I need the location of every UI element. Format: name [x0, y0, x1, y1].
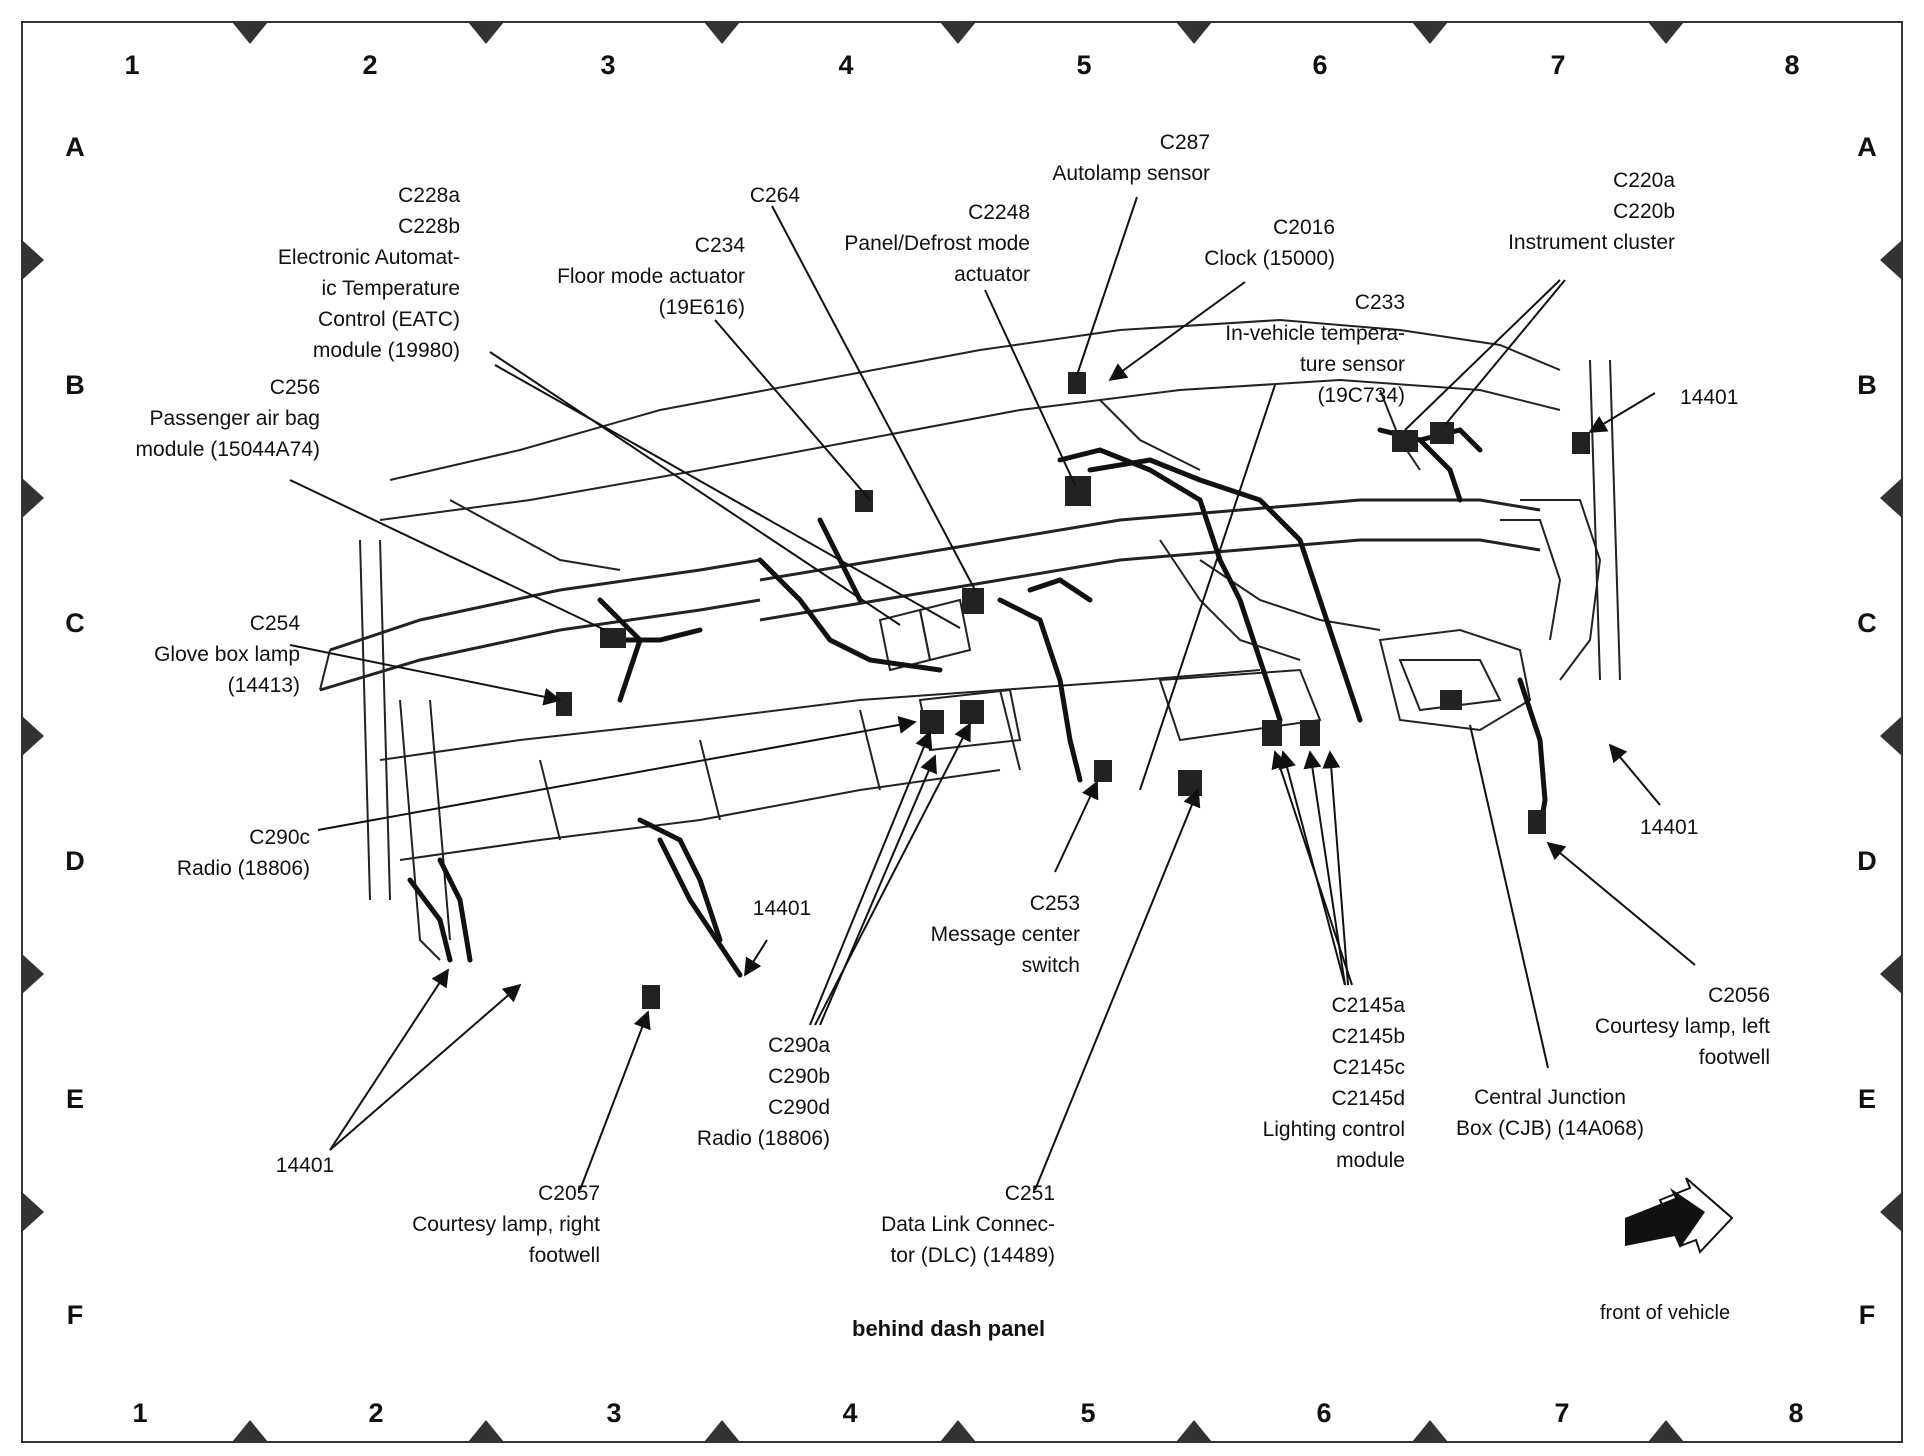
leader-lines	[289, 196, 1696, 1191]
callout-c2145-lighting-control-module: C2145a C2145b C2145c C2145d Lighting con…	[1262, 994, 1405, 1172]
grid-col-bottom-8: 8	[1788, 1398, 1804, 1428]
grid-row-right-d: D	[1857, 846, 1877, 876]
grid-col-top-2: 2	[362, 50, 378, 80]
callout-c256-passenger-airbag: C256 Passenger air bag module (15044A74)	[135, 376, 320, 461]
grid-row-left-e: E	[65, 1084, 84, 1114]
front-of-vehicle-label: front of vehicle	[1600, 1302, 1731, 1324]
grid-row-left-d: D	[65, 846, 85, 876]
dash-panel-drawing	[319, 318, 1621, 961]
grid-col-top-8: 8	[1784, 50, 1800, 80]
callout-c254-glove-box-lamp: C254 Glove box lamp (14413)	[154, 612, 300, 697]
grid-col-top-5: 5	[1076, 50, 1092, 80]
grid-row-right-b: B	[1857, 370, 1877, 400]
grid-col-bottom-6: 6	[1316, 1398, 1332, 1428]
callout-c2056-courtesy-lamp-left: C2056 Courtesy lamp, left footwell	[1594, 984, 1770, 1069]
grid-col-bottom-5: 5	[1080, 1398, 1096, 1428]
callout-c220-instrument-cluster: C220a C220b Instrument cluster	[1508, 169, 1675, 254]
front-of-vehicle-arrow	[1625, 1177, 1734, 1254]
grid-col-bottom-7: 7	[1554, 1398, 1570, 1428]
callout-c251-data-link-connector: C251 Data Link Connec- tor (DLC) (14489)	[881, 1182, 1055, 1267]
diagram-caption: behind dash panel	[852, 1316, 1046, 1341]
callout-c290abd-radio: C290a C290b C290d Radio (18806)	[696, 1034, 830, 1150]
grid-col-top-7: 7	[1550, 50, 1566, 80]
callout-wire-14401-b: 14401	[1680, 386, 1739, 409]
callout-c290c-radio: C290c Radio (18806)	[176, 826, 310, 880]
grid-row-right-f: F	[1858, 1300, 1876, 1330]
grid-row-right-e: E	[1857, 1084, 1876, 1114]
grid-col-top-4: 4	[838, 50, 854, 80]
grid-col-bottom-2: 2	[368, 1398, 384, 1428]
callout-c234-floor-mode-actuator: C234 Floor mode actuator (19E616)	[557, 234, 745, 319]
grid-col-bottom-1: 1	[132, 1398, 148, 1428]
callout-c253-message-center-switch: C253 Message center switch	[930, 892, 1080, 977]
callout-c264: C264	[749, 184, 801, 207]
callout-wire-14401-d: 14401	[1640, 816, 1699, 839]
grid-col-top-3: 3	[600, 50, 616, 80]
grid-row-right-c: C	[1857, 608, 1877, 638]
grid-col-bottom-3: 3	[606, 1398, 622, 1428]
callout-c2057-courtesy-lamp-right: C2057 Courtesy lamp, right footwell	[412, 1182, 600, 1267]
grid-markers	[22, 22, 1902, 1442]
grid-row-right-a: A	[1857, 132, 1877, 162]
grid-row-left-a: A	[65, 132, 85, 162]
callout-c2248-panel-defrost-actuator: C2248 Panel/Defrost mode actuator	[844, 201, 1030, 286]
callout-central-junction-box: Central Junction Box (CJB) (14A068)	[1456, 1086, 1644, 1140]
callout-c2016-clock: C2016 Clock (15000)	[1204, 216, 1335, 270]
callout-c228-eatc-module: C228a C228b Electronic Automat- ic Tempe…	[277, 184, 460, 362]
grid-col-bottom-4: 4	[842, 1398, 858, 1428]
grid-row-left-c: C	[65, 608, 85, 638]
grid-col-top-6: 6	[1312, 50, 1328, 80]
callout-c233-in-vehicle-temp-sensor: C233 In-vehicle tempera- ture sensor (19…	[1225, 291, 1405, 407]
grid-row-left-b: B	[65, 370, 85, 400]
connectors	[556, 372, 1590, 1009]
grid-col-top-1: 1	[124, 50, 140, 80]
grid-row-left-f: F	[66, 1300, 84, 1330]
callout-c287-autolamp-sensor: C287 Autolamp sensor	[1052, 131, 1210, 185]
callout-wire-14401-e4: 14401	[752, 897, 812, 920]
callout-wire-14401-e2: 14401	[275, 1154, 335, 1177]
